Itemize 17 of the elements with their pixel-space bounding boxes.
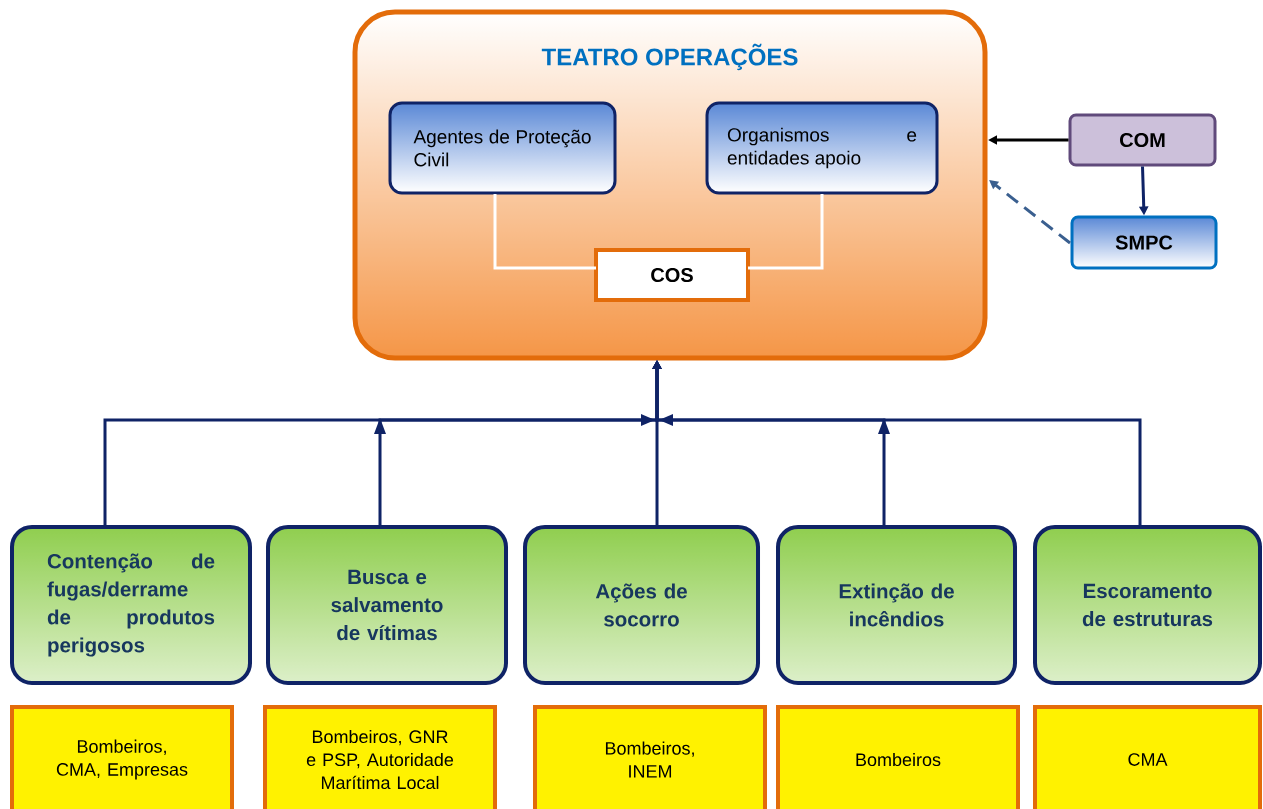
agency-box: CMA <box>1033 705 1262 809</box>
task-box: Escoramento de estruturas <box>1033 525 1262 685</box>
task-box: Busca e salvamento de vítimas <box>266 525 508 685</box>
process-box: COM <box>1068 113 1217 167</box>
entity-box: Agentes de Proteção Civil <box>388 101 617 195</box>
task-box: Extinção de incêndios <box>776 525 1017 685</box>
process-box: SMPC <box>1070 215 1218 270</box>
task-box: Ações de socorro <box>523 525 760 685</box>
agency-box: Bombeiros, GNR e PSP, Autoridade Marítima Local <box>263 705 497 809</box>
arrow <box>989 180 1071 245</box>
task-box: Contenção de fugas/derrame de produtos perigosos <box>10 525 252 685</box>
agency-box: Bombeiros, CMA, Empresas <box>10 705 234 809</box>
agency-box: Bombeiros, INEM <box>533 705 767 809</box>
agency-box: Bombeiros <box>776 705 1020 809</box>
entity-box: Organismos e entidades apoio <box>705 101 939 195</box>
heading: TEATRO OPERAÇÕES <box>541 43 798 71</box>
process-box: COS <box>594 248 750 302</box>
